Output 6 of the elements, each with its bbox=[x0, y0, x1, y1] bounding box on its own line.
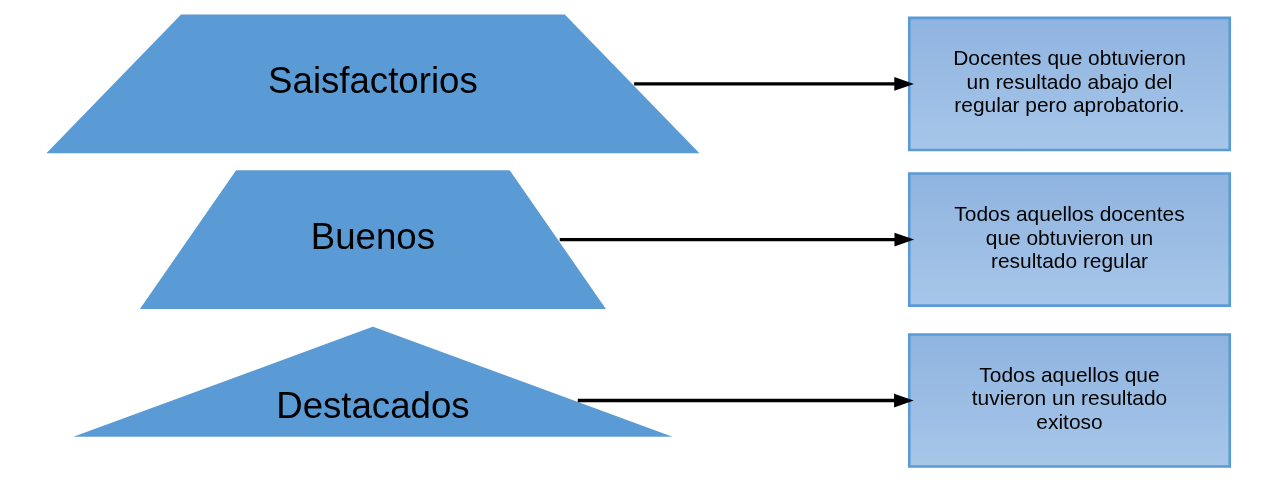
node-box: Todos aquellos que tuvieron un resultado exitoso bbox=[907, 333, 1231, 468]
node-box: Docentes que obtuvieron un resultado abajo del regular pero aprobatorio. bbox=[907, 16, 1231, 152]
arrow bbox=[577, 393, 914, 408]
arrow bbox=[559, 232, 914, 247]
node-box: Todos aquellos docentes que obtuvieron un resultado regular bbox=[907, 172, 1231, 307]
arrow bbox=[633, 77, 914, 91]
